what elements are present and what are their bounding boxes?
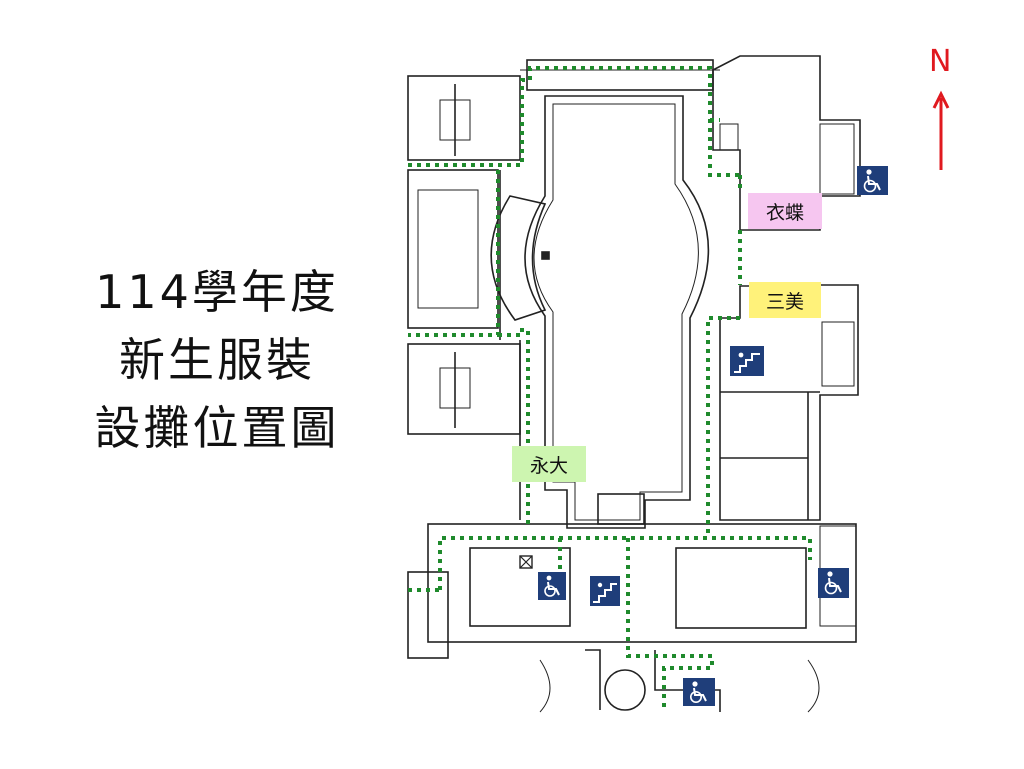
south-corridor [427, 523, 857, 643]
route-south-corridor [438, 536, 812, 590]
south-east-room [675, 547, 807, 629]
vendor-label-yongda: 永大 [512, 446, 586, 482]
title-line-uniform: 新生服裝 [119, 333, 315, 387]
west-upper-block [407, 75, 521, 161]
accessibility-signs [519, 166, 888, 706]
north-arrow [932, 90, 950, 170]
compass-north-label: N [929, 44, 952, 79]
west-lower-block [407, 343, 521, 435]
vendor-label-yidie: 衣蝶 [748, 193, 822, 229]
wheelchair-icon [538, 572, 566, 600]
elevator-icon [519, 555, 533, 569]
map-title: 114學年度 新生服裝 設攤位置圖 [52, 258, 382, 462]
stairs-icon [590, 576, 620, 606]
title-line-location: 設攤位置圖 [94, 401, 340, 455]
route-west-loop [408, 66, 740, 177]
restroom-icon [836, 570, 848, 580]
vendor-label-sanmei: 三美 [749, 282, 821, 318]
courtyard-inner-outline [533, 103, 699, 521]
north-wing [526, 59, 714, 91]
route-west-corridor [408, 170, 530, 528]
route-east-corridor [706, 175, 742, 538]
walking-route [408, 66, 812, 712]
title-line-year: 114學年度 [95, 265, 339, 319]
east-wing-lower [719, 284, 859, 521]
south-west-room [469, 547, 571, 627]
entrance-fountain [604, 669, 646, 711]
stairs-icon [730, 346, 764, 376]
auditorium-seating [490, 195, 547, 321]
central-courtyard-outline [524, 95, 710, 529]
wheelchair-icon [857, 166, 888, 195]
wheelchair-icon [683, 678, 715, 706]
route-south-center [558, 538, 714, 712]
building-walls [407, 55, 861, 713]
west-middle-block [407, 169, 499, 329]
